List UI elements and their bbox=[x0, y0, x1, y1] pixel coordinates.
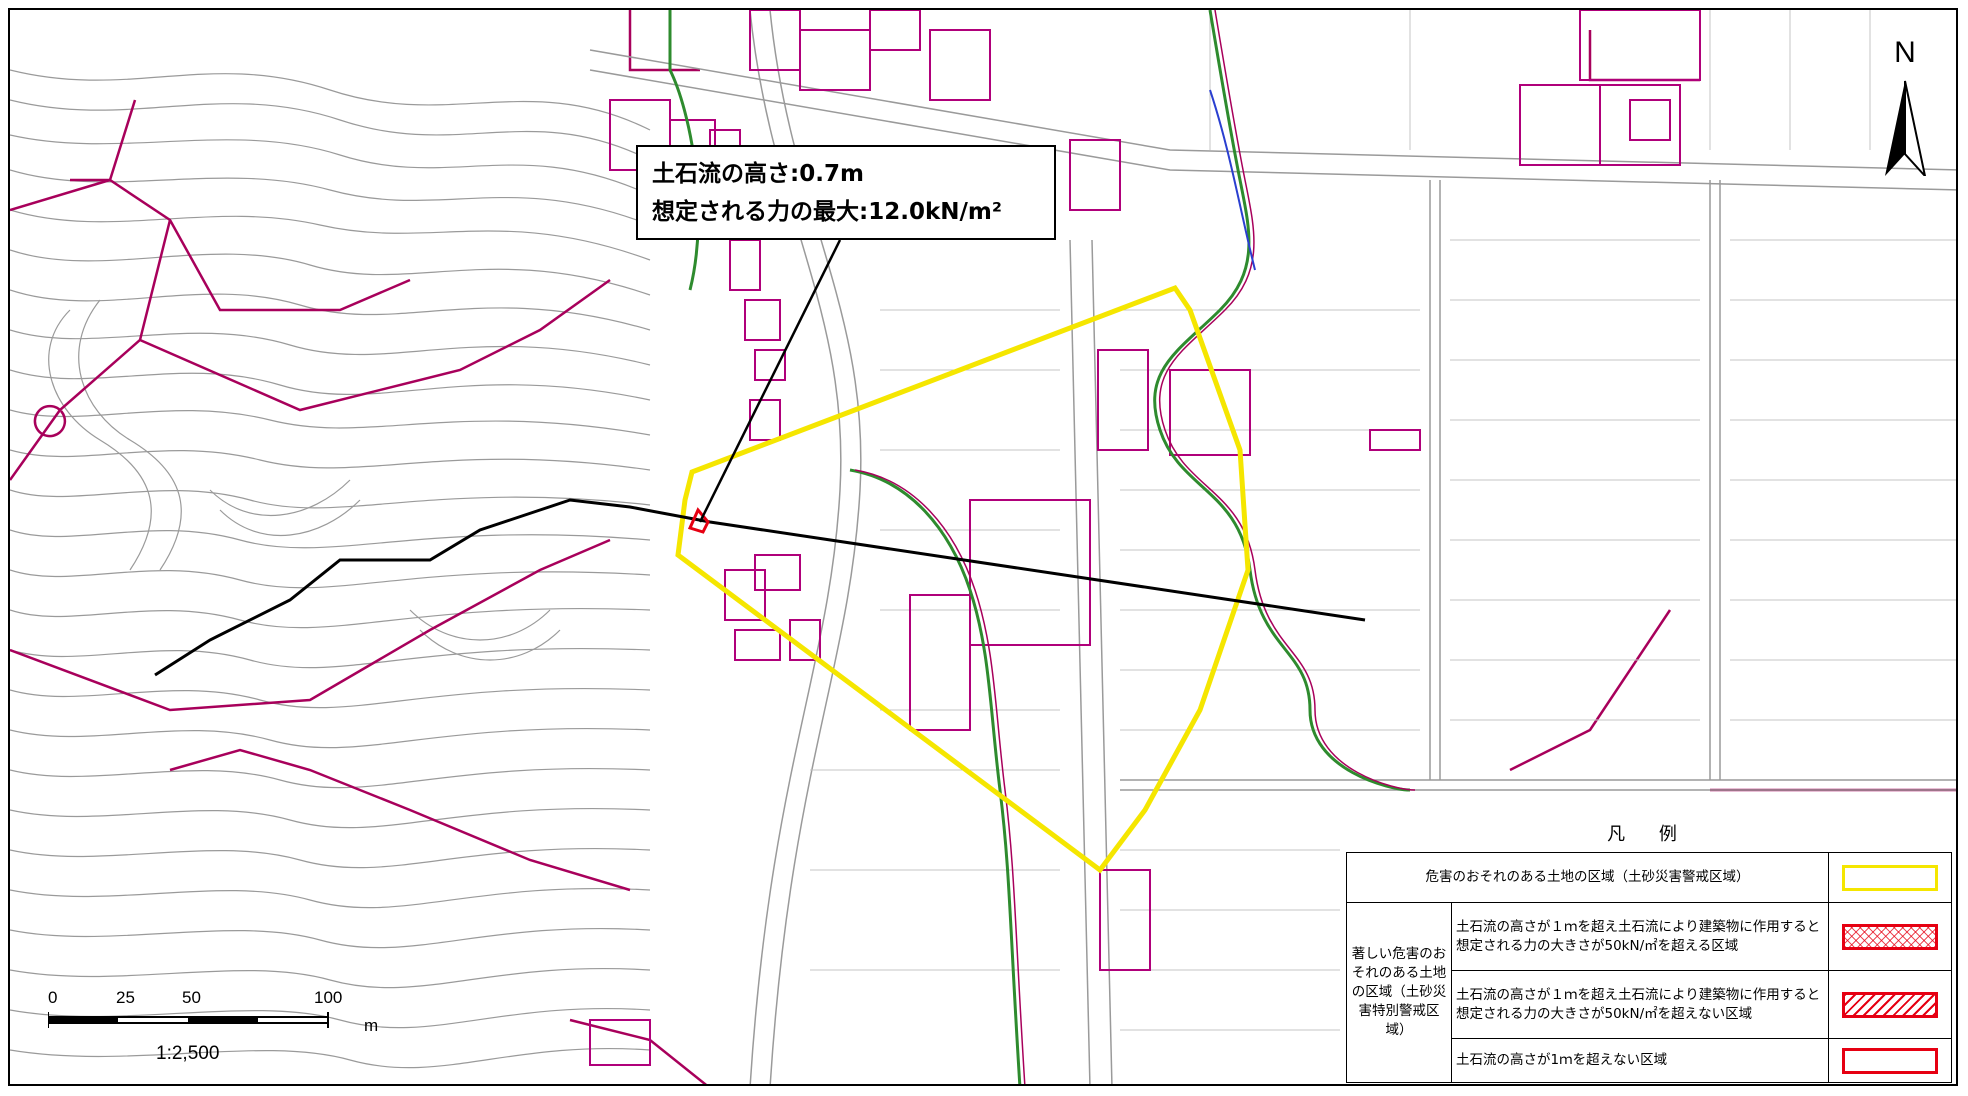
field-parcels bbox=[810, 10, 1956, 1031]
legend-row-over50: 著しい危害のおそれのある土地の区域（土砂災害特別警戒区域） 土石流の高さが１ｍを… bbox=[1346, 902, 1952, 1083]
scale-bar-graphic bbox=[48, 1012, 329, 1028]
legend-warning-swatch bbox=[1828, 852, 1952, 903]
scale-tick-100: 100 bbox=[314, 988, 343, 1007]
red-outline-swatch bbox=[1842, 1047, 1938, 1074]
north-label: N bbox=[1894, 36, 1916, 69]
max-force-label: 想定される力の最大:12.0kN/m² bbox=[652, 199, 1002, 225]
red-crosshatch-swatch bbox=[1842, 923, 1938, 950]
legend-over50-swatch bbox=[1828, 902, 1952, 971]
legend-under50-label: 土石流の高さが１ｍを超え土石流により建築物に作用すると想定される力の大きさが50… bbox=[1451, 970, 1829, 1039]
legend-title: 凡 例 bbox=[1607, 824, 1691, 845]
scale-unit: m bbox=[364, 1016, 379, 1035]
hazard-map: 土石流の高さ:0.7m 想定される力の最大:12.0kN/m² N 0 25 5… bbox=[8, 8, 1958, 1086]
contour-lines bbox=[10, 69, 651, 1069]
legend-table: 危害のおそれのある土地の区域（土砂災害警戒区域） 著しい危害のおそれのある土地の… bbox=[1346, 852, 1952, 1083]
legend-over50-label: 土石流の高さが１ｍを超え土石流により建築物に作用すると想定される力の大きさが50… bbox=[1451, 902, 1829, 971]
scale-ratio: 1:2,500 bbox=[156, 1043, 220, 1064]
scale-tick-50: 50 bbox=[182, 988, 201, 1007]
legend-row-under50: 土石流の高さが１ｍを超え土石流により建築物に作用すると想定される力の大きさが50… bbox=[1347, 970, 1952, 1039]
legend-under1m-swatch bbox=[1828, 1038, 1952, 1083]
flow-height-label: 土石流の高さ:0.7m bbox=[652, 161, 864, 187]
yellow-outline-swatch bbox=[1842, 864, 1938, 891]
special-warning-zone bbox=[687, 507, 710, 534]
legend-warning-label: 危害のおそれのある土地の区域（土砂災害警戒区域） bbox=[1346, 852, 1829, 903]
scale-bar: 0 25 50 100 m 1:2,500 bbox=[44, 988, 378, 1068]
north-arrow: N bbox=[1870, 36, 1940, 176]
legend-row-under1m: 土石流の高さが1ｍを超えない区域 bbox=[1347, 1038, 1952, 1083]
north-arrow-icon bbox=[1885, 80, 1927, 176]
warning-zone bbox=[675, 284, 1251, 874]
red-hatch-swatch bbox=[1842, 991, 1938, 1018]
flow-info-callout: 土石流の高さ:0.7m 想定される力の最大:12.0kN/m² bbox=[636, 145, 1056, 240]
map-canvas bbox=[10, 10, 1956, 1084]
legend-under1m-label: 土石流の高さが1ｍを超えない区域 bbox=[1451, 1038, 1829, 1083]
scale-tick-0: 0 bbox=[48, 988, 58, 1007]
legend-under50-swatch bbox=[1828, 970, 1952, 1039]
callout-leader-line bbox=[698, 239, 842, 523]
streams bbox=[668, 10, 1416, 1084]
legend-row-warning: 危害のおそれのある土地の区域（土砂災害警戒区域） bbox=[1346, 852, 1952, 903]
legend-special-group-label: 著しい危害のおそれのある土地の区域（土砂災害特別警戒区域） bbox=[1346, 902, 1452, 1083]
buildings bbox=[589, 10, 1701, 1066]
scale-tick-25: 25 bbox=[116, 988, 135, 1007]
map-legend: 凡 例 危害のおそれのある土地の区域（土砂災害警戒区域） 著しい危害のおそれのあ… bbox=[1346, 820, 1952, 1084]
debris-flow-path bbox=[154, 498, 1366, 677]
